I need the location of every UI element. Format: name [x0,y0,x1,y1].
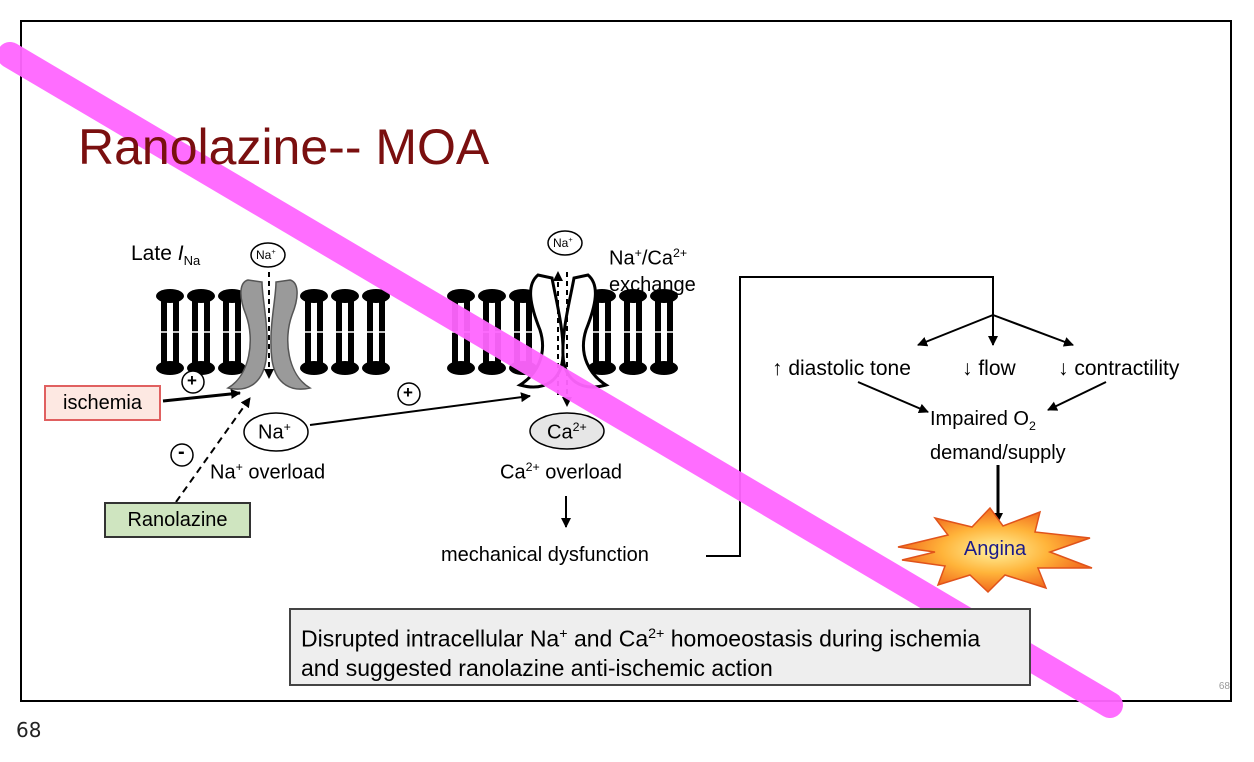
ca-overload-label: Ca2+ overload [500,460,622,484]
membrane-lipid-left [362,289,390,375]
angina-label: Angina [963,538,1027,560]
na-center-ellipse [243,412,309,452]
mechanical-dysfunction-label: mechanical dysfunction [441,544,649,566]
slide-title: Ranolazine-- MOA [78,119,490,175]
page-number: 68 [16,718,42,742]
na-ca-exchanger-icon [516,273,610,389]
na-center-label: Na+ [258,420,291,444]
membrane-lipid-left [156,289,184,375]
plus-sign-right: + [403,383,413,402]
minus-circle-icon [170,443,194,467]
contractility-to-impaired-arrow [1047,381,1107,411]
plus-circle-right-icon [397,382,421,406]
membrane-lipid-left [300,289,328,375]
slide-page-number: 68 [1218,681,1230,692]
left-membrane [156,289,390,375]
minus-sign: - [178,441,185,463]
ranolazine-arrow [175,397,251,503]
ischemia-box: ischemia [44,385,161,421]
contractility-label: ↓ contractility [1058,357,1180,380]
ischemia-arrow [162,388,241,403]
diastolic-tone-label: ↑ diastolic tone [772,357,911,380]
na-overload-label: Na+ overload [210,460,326,484]
membrane-lipid-left [187,289,215,375]
ca-center-label: Ca2+ [547,420,587,444]
caption-box: Disrupted intracellular Na+ and Ca2+ hom… [289,608,1031,686]
late-ina-label: Late INa [131,242,201,269]
plus-sign-left: + [187,371,197,390]
membrane-lipid-right [619,289,647,375]
impaired-o2-label: Impaired O2 demand/supply [930,408,1066,464]
pink-annotation-stroke [0,42,1123,718]
na-ion-left-label: Na+ [256,247,276,262]
late-na-channel-icon [226,279,312,390]
na-ion-right-label: Na+ [553,235,573,250]
membrane-lipid-left [218,289,246,375]
membrane-lipid-left [331,289,359,375]
mechanical-connector-line [706,276,994,557]
membrane-lipid-right [650,289,678,375]
angina-starburst-icon [897,506,1093,594]
to-diastolic-arrow [917,314,994,347]
ranolazine-box: Ranolazine [104,502,251,538]
ca-center-ellipse [529,412,605,450]
na-ion-right-icon [547,230,583,256]
diastolic-to-impaired-arrow [857,381,929,414]
exchange-label: Na+/Ca2+ exchange [609,246,696,296]
flow-label: ↓ flow [962,357,1016,380]
to-contractility-arrow [992,314,1074,347]
plus-circle-left-icon [181,370,205,394]
na-to-exchanger-arrow [309,392,531,426]
na-ion-left-icon [250,242,286,268]
